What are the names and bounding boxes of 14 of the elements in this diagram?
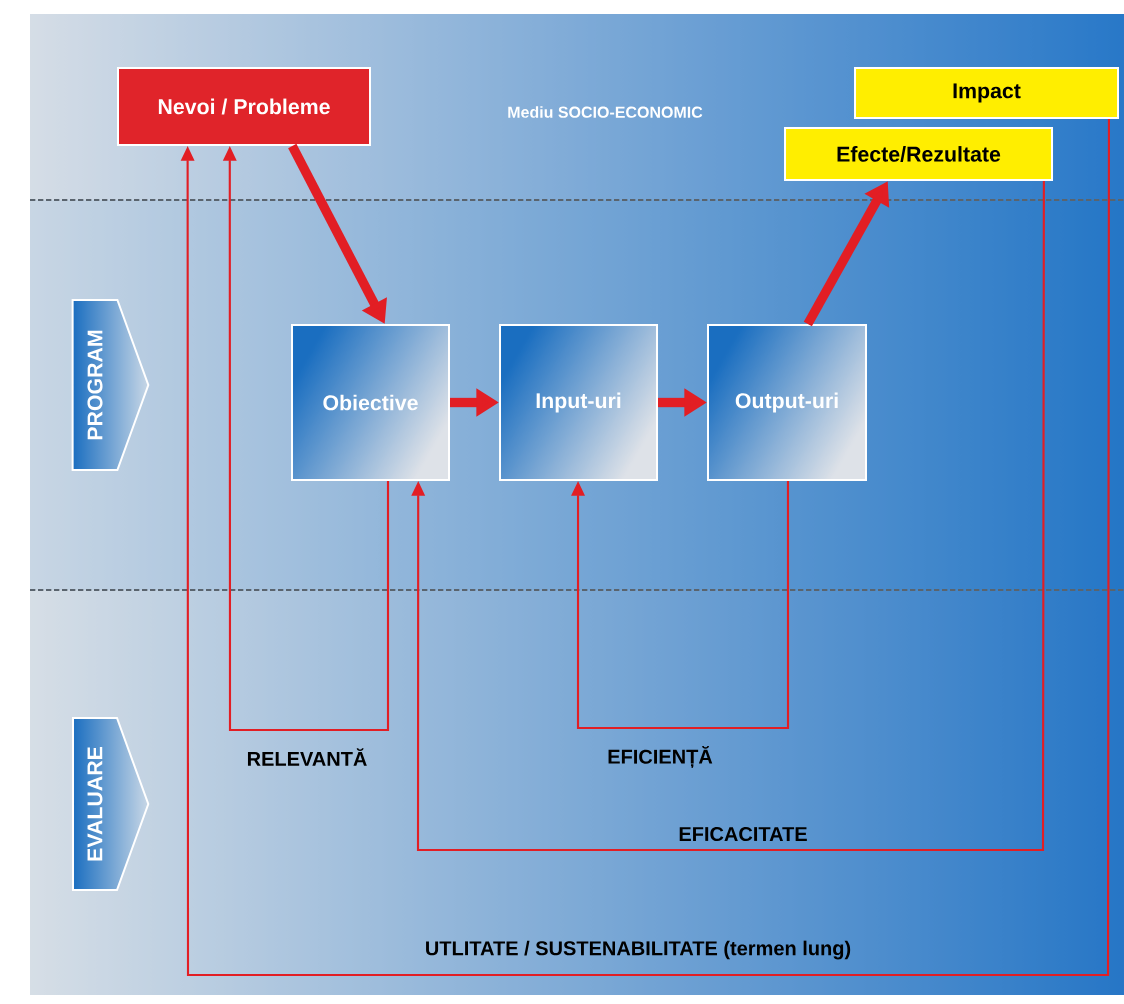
process-box: Input-uri (499, 324, 658, 481)
result-box: Impact (854, 67, 1119, 119)
edge-label: RELEVANTĂ (247, 748, 367, 766)
region-label: Mediu SOCIO-ECONOMIC (508, 106, 703, 118)
arrow (411, 181, 1045, 852)
process-box: Obiective (291, 324, 450, 481)
problem-box: Nevoi / Probleme (117, 67, 371, 146)
edge-label: EFICACITATE (679, 826, 807, 842)
process-box: Output-uri (707, 324, 867, 481)
arrow (180, 119, 1110, 977)
arrow (571, 481, 790, 730)
edge-label: EFICIENȚĂ (608, 745, 713, 769)
result-box: Efecte/Rezultate (784, 127, 1053, 181)
edge-label: UTLITATE / SUSTENABILITATE (termen lung) (426, 940, 851, 960)
